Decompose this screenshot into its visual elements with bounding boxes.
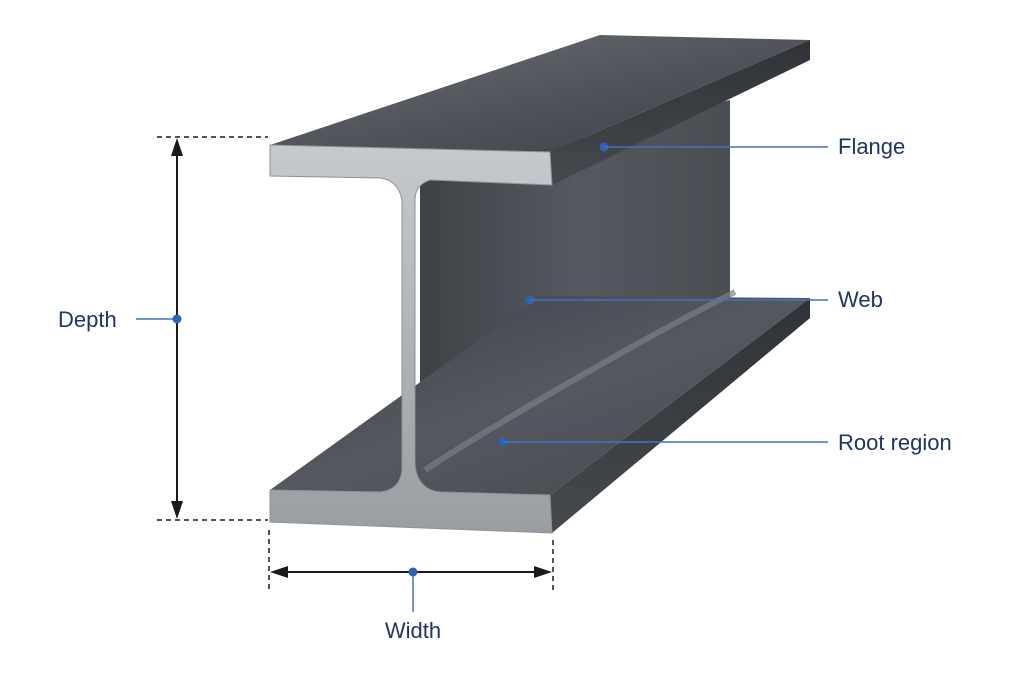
width-label: Width (385, 618, 441, 643)
flange-label: Flange (838, 134, 905, 159)
root-fillet (423, 289, 737, 473)
width-arrow-right (534, 566, 552, 578)
bottom-flange-surface (270, 296, 810, 495)
bottom-flange-edge (550, 298, 810, 533)
cross-section-face (269, 144, 553, 534)
depth-dot (172, 314, 182, 324)
depth-arrow-bottom (171, 501, 183, 519)
depth-arrow-top (171, 138, 183, 156)
width-arrow-left (270, 566, 288, 578)
width-dot (408, 567, 418, 577)
web-label: Web (838, 287, 883, 312)
root-region-label: Root region (838, 430, 952, 455)
depth-label: Depth (58, 307, 117, 332)
top-flange-edge (550, 40, 810, 185)
top-flange-surface (270, 35, 810, 152)
